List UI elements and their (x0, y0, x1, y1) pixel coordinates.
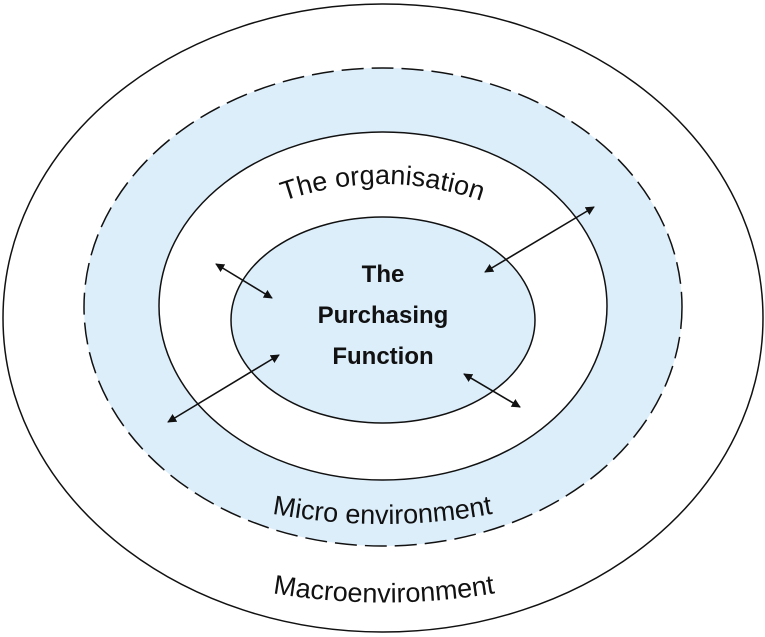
arrow-bottom-left (167, 354, 280, 423)
core-label-line-2: Purchasing (318, 302, 449, 329)
arrow-top-left (215, 263, 273, 299)
arrow-top-right (484, 206, 595, 273)
core-label-line-1: The (362, 261, 405, 288)
core-label-line-3: Function (332, 343, 433, 370)
purchasing-function-core (230, 216, 536, 424)
arrow-bottom-right (463, 373, 521, 408)
